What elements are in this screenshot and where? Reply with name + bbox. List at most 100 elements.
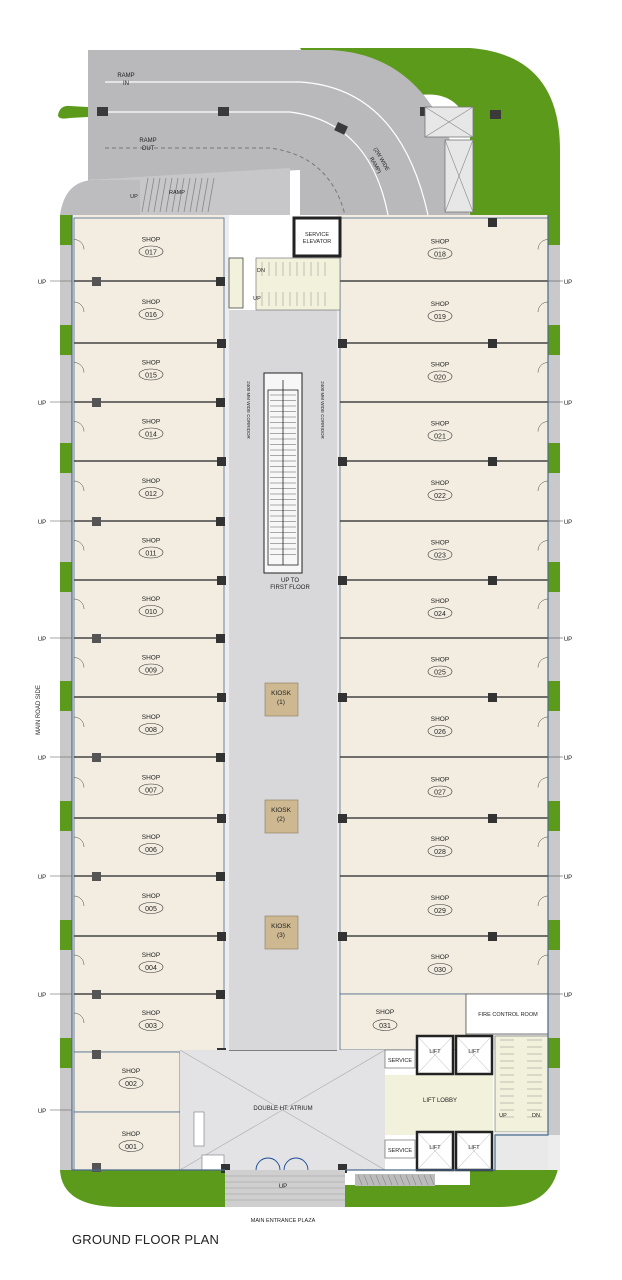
shop-number-badge — [427, 310, 453, 322]
column — [216, 517, 225, 526]
column — [488, 814, 497, 823]
shop-number-badge — [138, 605, 164, 617]
service-bottom-label: SERVICE — [388, 1148, 412, 1154]
column — [338, 1164, 347, 1173]
side-up-label: UP — [564, 993, 572, 999]
shop-label: SHOP — [142, 952, 160, 959]
column — [92, 1163, 101, 1172]
side-up-label: UP — [38, 875, 46, 881]
grating — [355, 1174, 435, 1186]
grating-line — [369, 1174, 375, 1186]
column — [221, 1164, 230, 1173]
lift-cross — [457, 1133, 491, 1169]
grating-line — [393, 1174, 399, 1186]
grating-line — [381, 1174, 387, 1186]
column — [338, 457, 347, 466]
shop-label: SHOP — [142, 360, 160, 367]
ramp-column — [334, 122, 348, 135]
right-green-strip — [548, 443, 560, 473]
door-swing — [73, 716, 85, 728]
door-swing — [537, 836, 549, 848]
column — [216, 753, 225, 762]
lift-cross — [418, 1037, 452, 1073]
door-swing — [73, 598, 85, 610]
shop-number: 028 — [434, 849, 446, 856]
shop-number-badge — [427, 429, 453, 442]
door-swing — [537, 362, 549, 373]
door-swing — [537, 540, 549, 551]
entrance-door-swings — [255, 1157, 309, 1171]
shop-label: SHOP — [142, 478, 160, 485]
column — [92, 1050, 101, 1059]
ramp-stripe — [183, 177, 191, 213]
shop-number: 012 — [145, 491, 157, 498]
door-swing — [537, 657, 549, 668]
grating-line — [417, 1174, 423, 1186]
shop-number-badge — [427, 370, 453, 383]
column — [488, 932, 497, 941]
kiosk-1 — [264, 682, 299, 717]
ramp-column — [490, 110, 501, 119]
entrance-up-label: UP — [279, 1184, 287, 1190]
door-swing — [73, 954, 85, 966]
core-dn-label: DN — [532, 1113, 540, 1119]
left-green-strip — [60, 325, 72, 355]
column — [488, 576, 497, 585]
shop-label: SHOP — [142, 419, 160, 426]
shop-number: 024 — [434, 611, 446, 618]
plan-title: GROUND FLOOR PLAN — [72, 1232, 220, 1247]
shop-label: SHOP — [142, 775, 160, 782]
shop-number-badge — [138, 308, 164, 320]
stair-up-label: UP — [253, 296, 261, 302]
grating-line — [357, 1174, 363, 1186]
ramp-lane-line-1 — [105, 81, 429, 216]
door-swing — [73, 480, 85, 492]
right-green-strip — [548, 215, 560, 245]
shop-number: 019 — [434, 314, 446, 321]
shop-number: 017 — [145, 250, 157, 257]
service-room-top — [384, 1049, 416, 1069]
shop-label: SHOP — [142, 655, 160, 662]
column — [488, 339, 497, 348]
shop-label: SHOP — [376, 1009, 394, 1016]
shop-label: SHOP — [431, 716, 449, 723]
door-swing — [73, 540, 85, 551]
left-green-strip — [60, 681, 72, 711]
shop-number: 027 — [434, 790, 446, 797]
column — [338, 693, 347, 702]
right-green-strip — [548, 562, 560, 592]
lift-cross — [418, 1133, 452, 1169]
escalator-label: FIRST FLOOR — [270, 585, 310, 591]
shop-number-badge — [138, 783, 164, 796]
column — [217, 339, 226, 348]
ramp-stripe — [189, 177, 197, 213]
landscape-bottom-left — [60, 1170, 225, 1207]
shop-number: 025 — [434, 670, 446, 677]
shop-number-badge — [138, 843, 164, 855]
shop-number: 015 — [145, 373, 157, 380]
side-up-label: UP — [564, 637, 572, 643]
shop-number: 018 — [434, 252, 446, 259]
column — [488, 218, 497, 227]
ramp-column — [218, 107, 229, 116]
shop-number-badge — [138, 487, 164, 499]
door-swing — [537, 239, 549, 250]
shop-number: 022 — [434, 493, 446, 500]
lift-label: LIFT — [429, 1145, 441, 1151]
column — [217, 576, 226, 585]
shop-number-badge — [427, 725, 453, 737]
column — [92, 277, 101, 286]
shop-number-badge — [138, 1019, 164, 1031]
fire-control-room — [465, 993, 549, 1035]
door-swing — [537, 954, 549, 966]
ramp-stripe — [165, 177, 173, 213]
ramp-up-label: UP — [130, 194, 138, 200]
shop-label: SHOP — [142, 1010, 160, 1017]
column — [92, 753, 101, 762]
door-swing — [537, 895, 549, 907]
shop-number: 020 — [434, 375, 446, 382]
left-green-strip — [60, 215, 72, 245]
shop-number-badge — [138, 245, 164, 258]
kiosk-number: (3) — [277, 932, 285, 939]
ramp-lane-line-2 — [105, 111, 389, 216]
